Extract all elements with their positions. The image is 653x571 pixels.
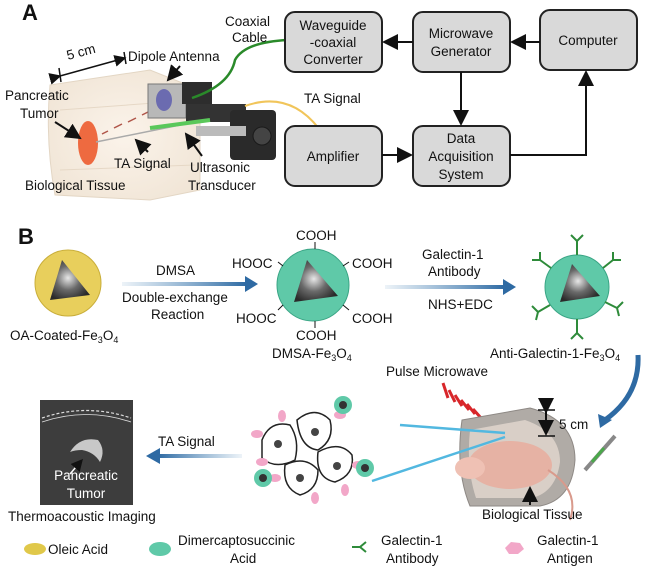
- bound-nanoparticles: [254, 396, 374, 487]
- cooh-top: COOH: [296, 228, 337, 243]
- svg-text:Acquisition: Acquisition: [428, 149, 493, 164]
- biological-tissue-tube: [455, 407, 576, 521]
- legend-dmsa-1: Dimercaptosuccinic: [178, 533, 295, 548]
- oa-coated-nanoparticle: [34, 249, 102, 317]
- ultrasonic-transducer-label-2: Transducer: [188, 178, 256, 193]
- legend-antigen-1: Galectin-1: [537, 533, 599, 548]
- panel-a-label: A: [22, 0, 38, 25]
- reaction-arrow-2: [385, 285, 505, 289]
- svg-text:Microwave: Microwave: [429, 26, 494, 41]
- block-amplifier: Amplifier: [284, 125, 383, 187]
- image-label-1: Pancreatic: [54, 468, 118, 483]
- block-converter: Waveguide -coaxial Converter: [284, 11, 383, 73]
- thermoacoustic-image: Pancreatic Tumor: [40, 400, 133, 505]
- ta-signal-arrow: [158, 454, 242, 458]
- ta-signal-label-b: TA Signal: [158, 434, 215, 449]
- distance-label-a: 5 cm: [65, 41, 97, 63]
- injection-arrow: [603, 354, 641, 423]
- reaction-arrow-1: [122, 282, 247, 286]
- distance-marker-a: [48, 51, 127, 85]
- svg-text:Data: Data: [447, 131, 476, 146]
- anti-galectin-label: Anti-Galectin-1-Fe3O4: [490, 346, 620, 363]
- legend-oleic-acid: Oleic Acid: [48, 542, 108, 557]
- image-label-2: Tumor: [67, 486, 106, 501]
- legend-antibody-2: Antibody: [386, 551, 439, 566]
- syringe-icon: [583, 434, 617, 472]
- oleic-acid-icon: [24, 543, 46, 555]
- coaxial-cable-label-1: Coaxial: [225, 14, 270, 29]
- pancreatic-tumor-label-1: Pancreatic: [5, 88, 69, 103]
- coaxial-cable-label-2: Cable: [232, 30, 267, 45]
- step1-label-1: DMSA: [156, 263, 195, 278]
- hooc-left-bottom: HOOC: [236, 311, 277, 326]
- anti-galectin-nanoparticle: [531, 234, 624, 340]
- step1-label-2: Double-exchange: [122, 290, 228, 305]
- pulse-microwave-label: Pulse Microwave: [386, 364, 488, 379]
- svg-text:Waveguide: Waveguide: [299, 18, 366, 33]
- svg-text:System: System: [438, 167, 483, 182]
- cooh-bottom: COOH: [296, 328, 337, 343]
- block-data-acquisition: Data Acquisition System: [412, 125, 511, 187]
- dipole-antenna: [147, 83, 187, 119]
- antibody-icon: [352, 541, 367, 553]
- distance-marker-b: [538, 398, 555, 437]
- panel-b-label: B: [18, 224, 34, 249]
- step1-label-3: Reaction: [151, 307, 204, 322]
- ta-signal-probe-label: TA Signal: [114, 156, 171, 171]
- dmsa-fe3o4-label: DMSA-Fe3O4: [272, 346, 352, 363]
- svg-text:Converter: Converter: [303, 52, 363, 67]
- svg-text:Generator: Generator: [431, 44, 492, 59]
- svg-text:Amplifier: Amplifier: [307, 149, 360, 164]
- dmsa-nanoparticle: [276, 242, 350, 328]
- ultrasound-beams: [371, 423, 506, 483]
- dmsa-icon: [149, 542, 171, 556]
- coaxial-cable: [191, 38, 289, 100]
- biological-tissue-label-b: Biological Tissue: [482, 507, 583, 522]
- step2-label-1: Galectin-1: [422, 247, 484, 262]
- pulse-microwave-lines: [441, 382, 483, 419]
- dipole-antenna-label: Dipole Antenna: [128, 49, 220, 64]
- antigen-icon: [505, 542, 524, 554]
- block-computer: Computer: [539, 9, 638, 71]
- svg-text:Computer: Computer: [558, 33, 618, 48]
- ultrasonic-transducer-label-1: Ultrasonic: [190, 160, 250, 175]
- legend-antibody-1: Galectin-1: [381, 533, 443, 548]
- legend-dmsa-2: Acid: [230, 551, 256, 566]
- cooh-right-bottom: COOH: [352, 311, 393, 326]
- oa-coated-label: OA-Coated-Fe3O4: [10, 328, 118, 345]
- ultrasonic-transducer: [149, 82, 276, 160]
- block-connectors: [382, 34, 594, 163]
- cooh-right-top: COOH: [352, 256, 393, 271]
- biological-tissue-label-a: Biological Tissue: [25, 178, 126, 193]
- hooc-left-top: HOOC: [232, 256, 273, 271]
- distance-label-b: 5 cm: [559, 417, 588, 432]
- mouse-head: [455, 457, 485, 479]
- ta-signal-cable-label: TA Signal: [304, 91, 361, 106]
- legend-antigen-2: Antigen: [547, 551, 593, 566]
- pancreatic-tumor-shape: [78, 121, 98, 165]
- step2-label-3: NHS+EDC: [428, 297, 493, 312]
- ta-signal-cable: [244, 100, 321, 131]
- step2-label-2: Antibody: [428, 264, 481, 279]
- block-microwave-generator: Microwave Generator: [412, 11, 511, 73]
- pancreatic-tumor-label-2: Tumor: [20, 106, 59, 121]
- mouse-body: [468, 441, 552, 489]
- legend: Oleic Acid Dimercaptosuccinic Acid Galec…: [24, 533, 599, 566]
- thermoacoustic-imaging-label: Thermoacoustic Imaging: [8, 509, 156, 524]
- tumor-cells: [261, 411, 354, 496]
- svg-text:-coaxial: -coaxial: [310, 35, 357, 50]
